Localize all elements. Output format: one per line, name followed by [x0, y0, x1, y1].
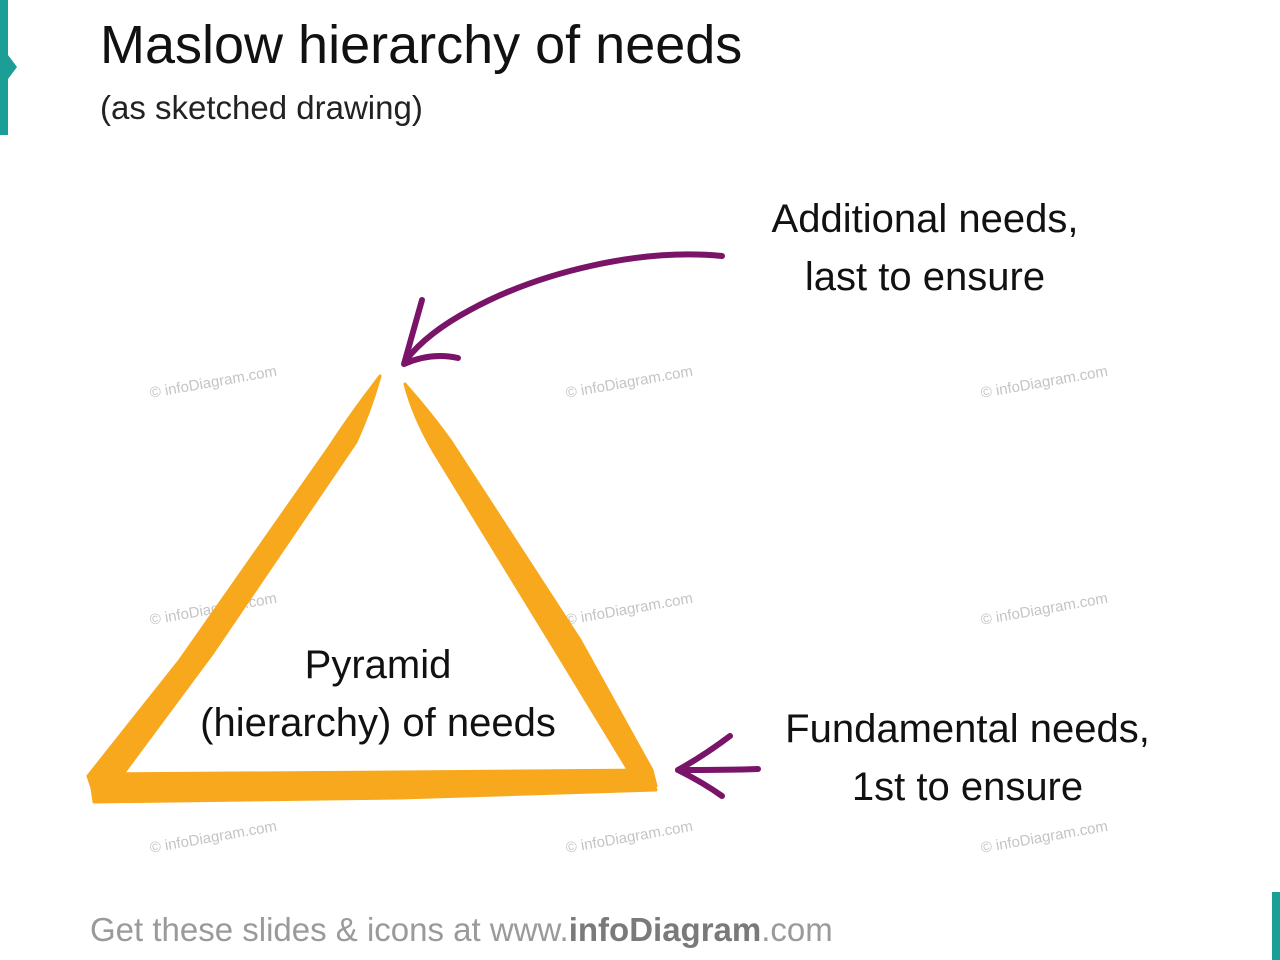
top-arrow-head	[401, 297, 461, 367]
bottom-arrow-head	[675, 733, 733, 799]
bottom-arrow	[675, 733, 761, 799]
fundamental-needs-line1: Fundamental needs,	[785, 707, 1150, 751]
slide-title: Maslow hierarchy of needs	[100, 15, 743, 75]
fundamental-needs-line2: 1st to ensure	[851, 765, 1084, 809]
pyramid-label-line1: Pyramid	[304, 643, 452, 687]
footer-prefix: Get these slides & icons at www.	[90, 911, 569, 948]
top-arrow-shaft	[403, 251, 725, 363]
pyramid-label: Pyramid (hierarchy) of needs	[150, 636, 606, 752]
bottom-arrow-shaft	[675, 766, 761, 773]
additional-needs-line1: Additional needs,	[771, 197, 1079, 241]
left-accent-notch	[8, 55, 17, 79]
footer-brand: infoDiagram	[568, 911, 762, 948]
fundamental-needs-label: Fundamental needs, 1st to ensure	[740, 700, 1195, 816]
pyramid-base-stroke	[88, 768, 658, 804]
right-accent-bar	[1272, 892, 1280, 960]
footer-credit: Get these slides & icons at www.infoDiag…	[90, 908, 833, 952]
pyramid-triangle	[86, 374, 658, 804]
footer-suffix: .com	[761, 911, 833, 948]
additional-needs-line2: last to ensure	[804, 255, 1046, 299]
slide-subtitle: (as sketched drawing)	[100, 89, 423, 126]
top-arrow	[401, 251, 725, 367]
additional-needs-label: Additional needs, last to ensure	[720, 190, 1130, 306]
left-accent-bar	[0, 0, 8, 135]
pyramid-label-line2: (hierarchy) of needs	[200, 701, 556, 745]
